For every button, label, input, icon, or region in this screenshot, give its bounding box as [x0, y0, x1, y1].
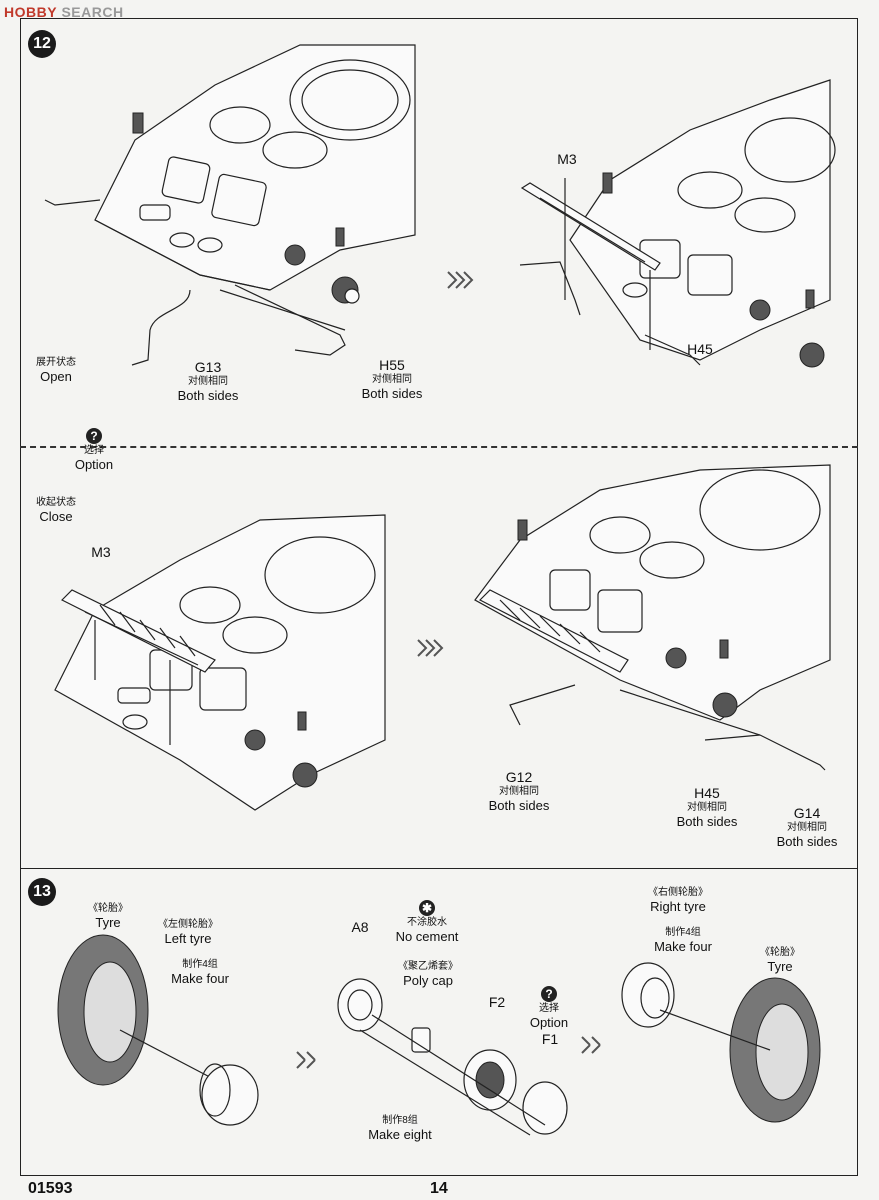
- label-part-m3-top: M3: [557, 151, 577, 167]
- page-number: 14: [430, 1180, 448, 1197]
- label-tyre-left: 《轮胎》Tyre: [88, 903, 128, 930]
- step-number-13: 13: [28, 878, 56, 906]
- label-poly-cap: 《聚乙烯套》Poly cap: [398, 961, 458, 988]
- label-right-tyre: 《右侧轮胎》Right tyre: [648, 887, 708, 914]
- label-part-f1: F1: [541, 1031, 559, 1047]
- step-number-12: 12: [28, 30, 56, 58]
- tyre-right-drawing: [621, 962, 821, 1123]
- vehicle-open-after: [519, 79, 836, 368]
- option-icon: ?: [86, 428, 102, 444]
- hub-drawing: [337, 978, 568, 1136]
- no-cement-icon: ✱: [419, 900, 435, 916]
- vehicle-close-before: [54, 514, 386, 811]
- label-part-h45-top: H45: [687, 341, 713, 357]
- label-tyre-right: 《轮胎》Tyre: [760, 947, 800, 974]
- tyre-left-drawing: [57, 934, 226, 1086]
- label-part-m3-bottom: M3: [91, 544, 111, 560]
- option-divider: [20, 446, 858, 448]
- label-part-f2: F2: [488, 994, 506, 1010]
- watermark-logo: HOBBY SEARCH: [4, 4, 124, 20]
- option-icon: ?: [541, 986, 557, 1002]
- product-code: 01593: [28, 1180, 73, 1197]
- vehicle-open-before: [44, 44, 416, 366]
- vehicle-close-after: [474, 464, 831, 771]
- instruction-frame: [20, 18, 858, 1176]
- rim-left-drawing: [199, 1063, 259, 1126]
- label-left-tyre: 《左侧轮胎》Left tyre: [158, 919, 218, 946]
- step-divider: [20, 868, 858, 869]
- label-part-a8: A8: [351, 919, 369, 935]
